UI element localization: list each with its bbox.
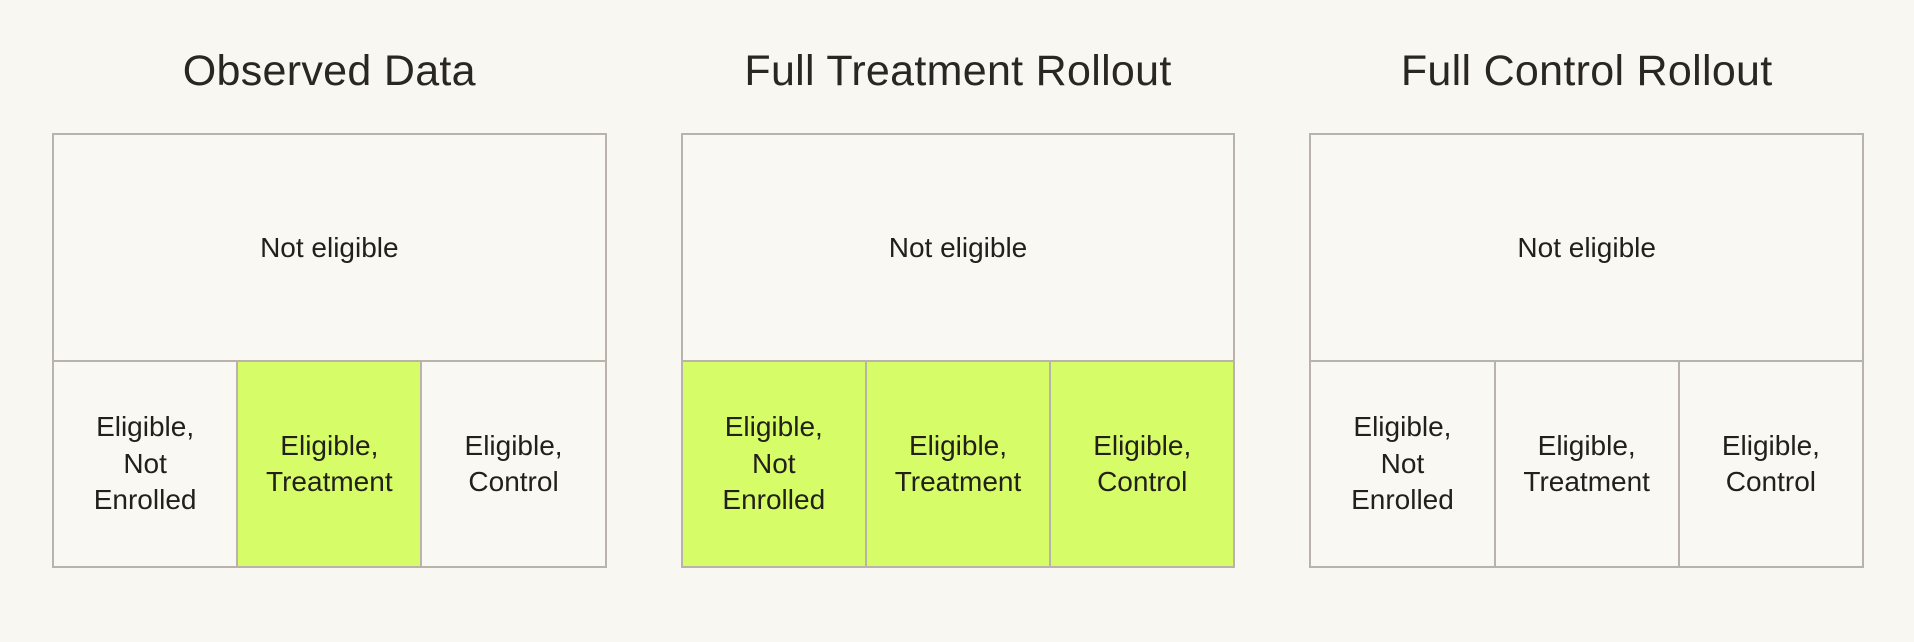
eligible-not-enrolled-cell: Eligible, Not Enrolled bbox=[93, 411, 197, 516]
eligible-treatment-cell: Eligible, Treatment bbox=[236, 362, 421, 566]
population-box: Not eligible Eligible, Not Enrolled Elig… bbox=[1309, 133, 1865, 568]
population-box: Not eligible Eligible, Not Enrolled Elig… bbox=[52, 133, 607, 568]
diagram-title: Full Control Rollout bbox=[1400, 47, 1773, 95]
eligible-control-cell: Eligible, Control bbox=[420, 362, 604, 566]
not-eligible-cell: Not eligible bbox=[682, 135, 1234, 362]
eligible-treatment-cell: Eligible, Treatment bbox=[864, 362, 1050, 566]
diagram-title: Observed Data bbox=[182, 47, 476, 95]
diagram-group: Observed Data Not eligible Eligible, Not… bbox=[52, 44, 1865, 568]
diagram-full-control-rollout: Full Control Rollout Not eligible Eligib… bbox=[1309, 44, 1865, 568]
eligible-row: Eligible, Not Enrolled Eligible, Treatme… bbox=[54, 362, 605, 566]
diagram-observed-data: Observed Data Not eligible Eligible, Not… bbox=[52, 44, 607, 568]
diagram-title: Full Treatment Rollout bbox=[744, 47, 1172, 95]
diagram-full-treatment-rollout: Full Treatment Rollout Not eligible Elig… bbox=[680, 44, 1236, 568]
eligible-control-cell: Eligible, Control bbox=[1049, 362, 1234, 566]
eligible-not-enrolled-cell: Eligible, Not Enrolled bbox=[682, 362, 865, 566]
not-eligible-cell: Not eligible bbox=[54, 135, 605, 362]
eligible-treatment-cell: Eligible, Treatment bbox=[1493, 362, 1678, 566]
eligible-row: Eligible, Not Enrolled Eligible, Treatme… bbox=[682, 362, 1234, 566]
population-box: Not eligible Eligible, Not Enrolled Elig… bbox=[680, 133, 1236, 568]
eligible-not-enrolled-cell: Eligible, Not Enrolled bbox=[1351, 411, 1454, 516]
eligible-control-cell: Eligible, Control bbox=[1677, 362, 1862, 566]
eligible-row: Eligible, Not Enrolled Eligible, Treatme… bbox=[1311, 362, 1862, 566]
not-eligible-cell: Not eligible bbox=[1311, 135, 1863, 362]
